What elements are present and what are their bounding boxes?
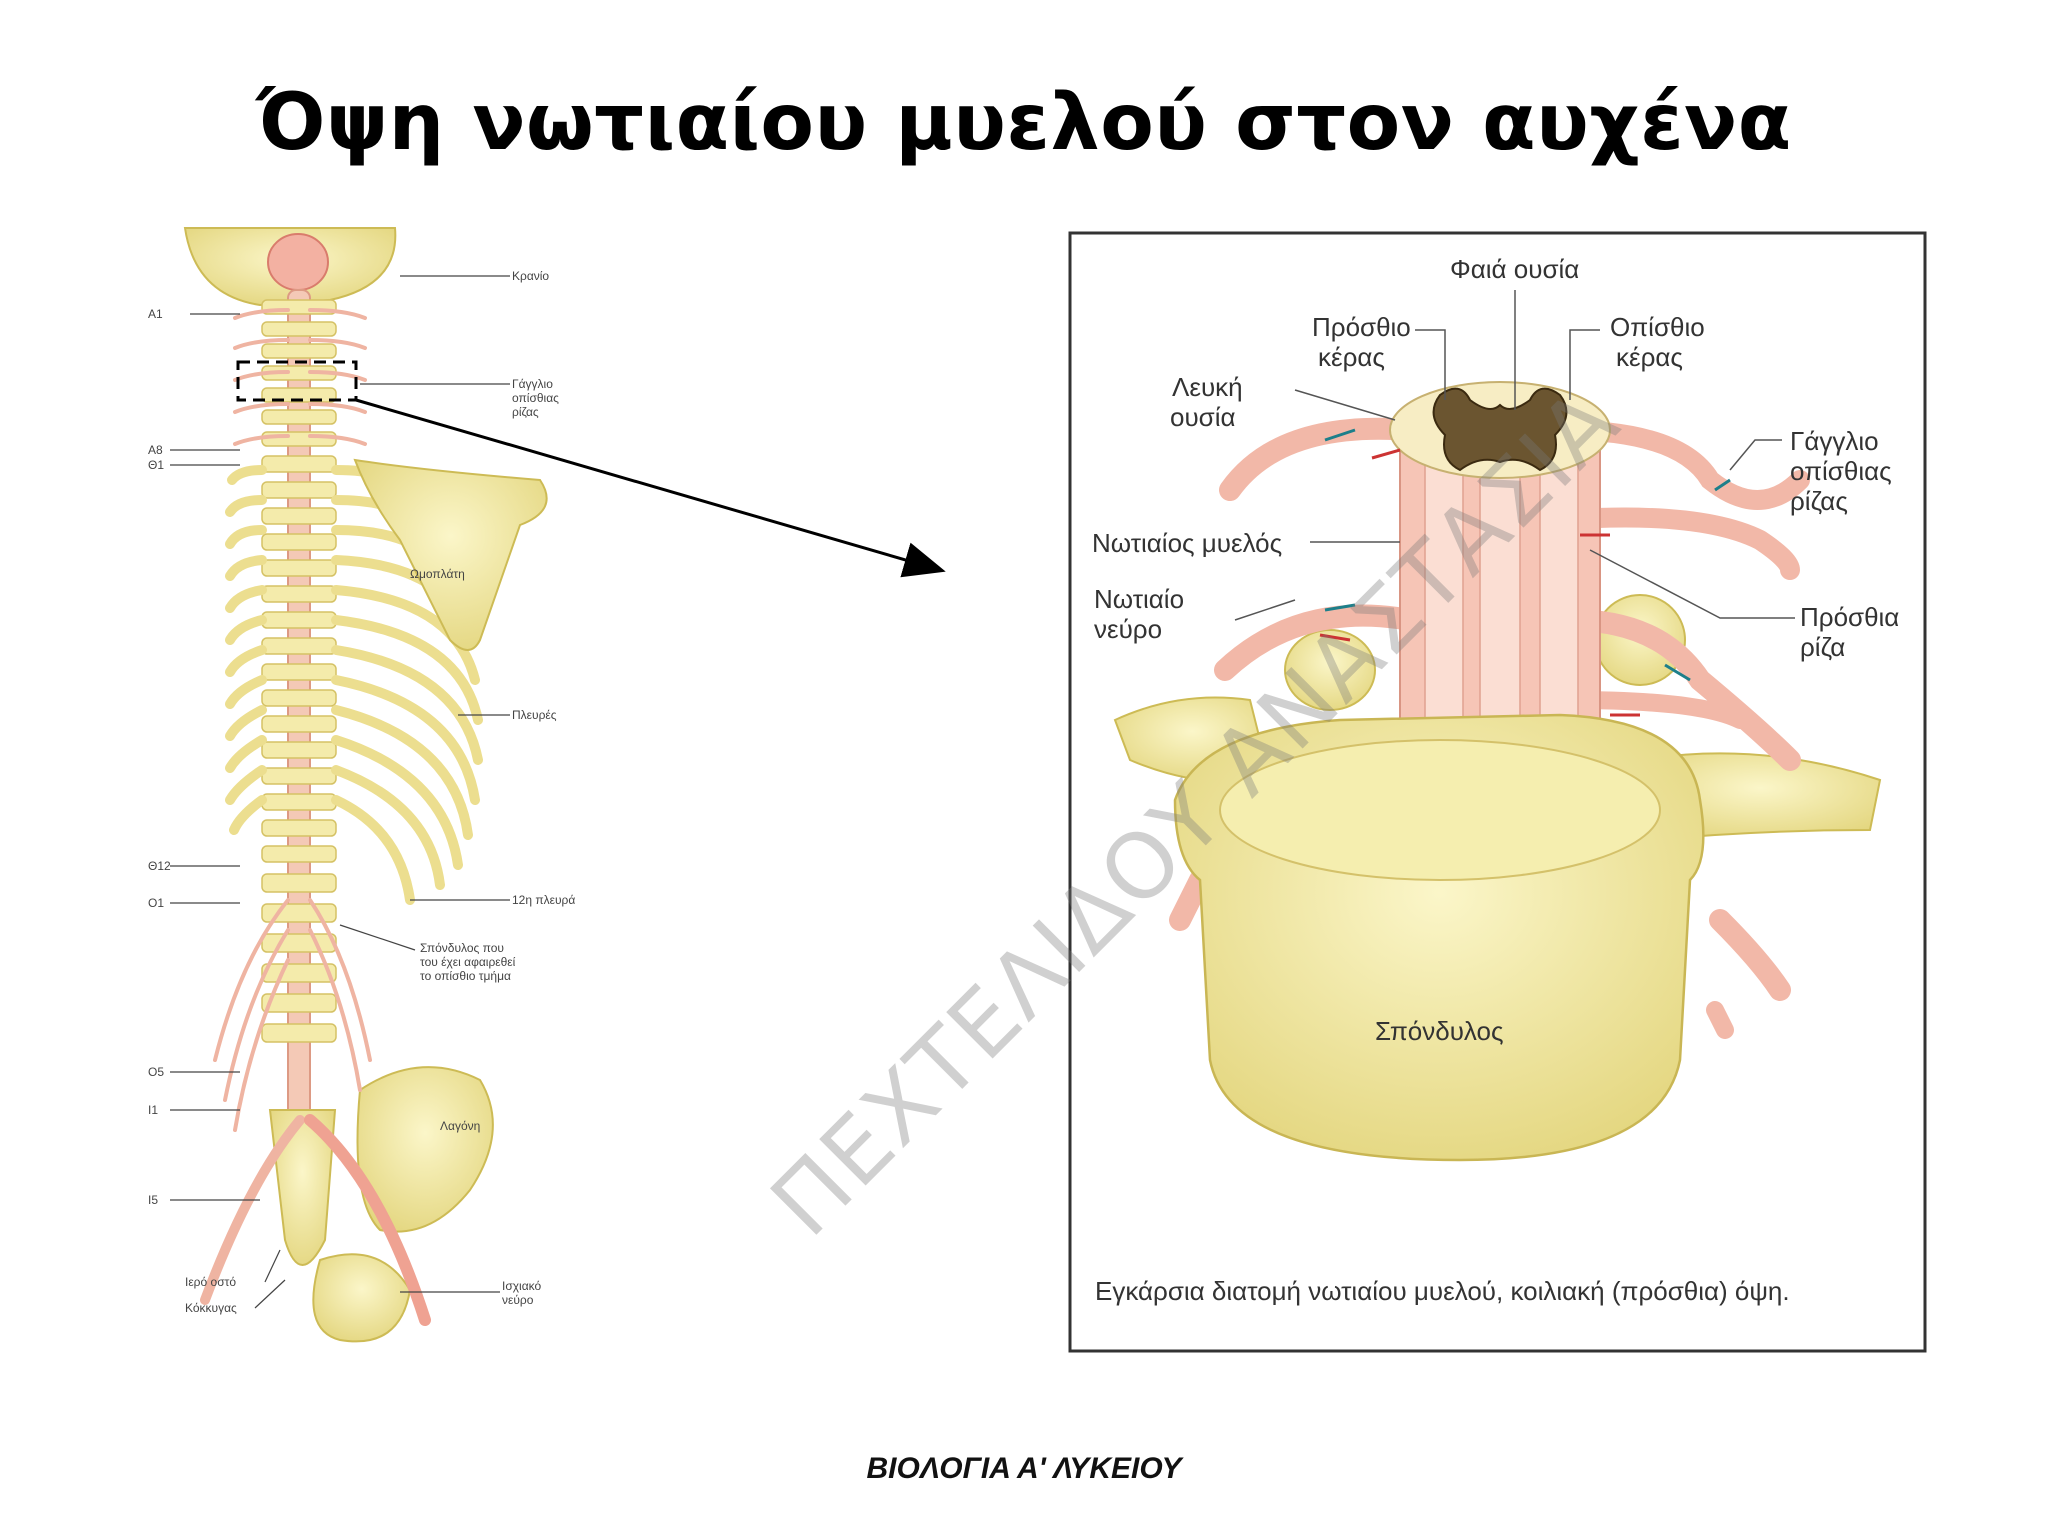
label-th12: Θ12 [148,859,171,873]
label-anterior-root-1: Πρόσθια [1800,602,1899,632]
label-gray-matter: Φαιά ουσία [1450,254,1579,284]
label-dorsal-ganglion-1: Γάγγλιο [1790,426,1879,456]
label-o5: Ο5 [148,1065,164,1079]
vertebrae-blocks [261,299,337,1043]
label-i1: Ι1 [148,1103,158,1117]
ribs-left [225,465,267,835]
label-vertebra-3: το οπίσθιο τμήμα [420,969,511,983]
label-dorsal-ganglion-3: ρίζας [1790,486,1848,516]
vertebral-top-surface [1219,739,1661,881]
slide-footer: ΒΙΟΛΟΓΙΑ Α' ΛΥΚΕΙΟΥ [866,1452,1182,1485]
right-labels: Φαιά ουσία Πρόσθιο κέρας Οπίσθιο κέρας Λ… [1092,254,1899,1306]
label-anterior-horn-2: κέρας [1318,342,1385,372]
sacrum-shape [268,1109,337,1266]
label-th1: Θ1 [148,458,164,472]
label-coccyx: Κόκκυγας [185,1301,237,1315]
label-sciatic-2: νεύρο [502,1293,534,1307]
left-leader-lines [170,275,510,1309]
label-dorsal-ganglion-2: οπίσθιας [1790,456,1892,486]
zoom-arrow [355,398,946,578]
signal-arrows [1319,428,1731,717]
label-vertebra: Σπόνδυλος [1375,1016,1504,1046]
label-sciatic-1: Ισχιακό [502,1279,541,1293]
label-a8: Α8 [148,443,163,457]
label-ganglion-1: Γάγγλιο [512,377,553,391]
zoom-region-box [236,360,358,402]
label-ganglion-2: οπίσθιας [512,391,559,405]
detail-caption: Εγκάρσια διατομή νωτιαίου μυελού, κοιλια… [1095,1276,1790,1306]
label-anterior-root-2: ρίζα [1800,632,1845,662]
gray-matter-shape [1432,387,1568,472]
scapula-shape [353,458,548,651]
label-spinal-nerve-1: Νωτιαίο [1094,584,1184,614]
cross-section-illustration [1113,381,1882,1162]
label-o1: Ο1 [148,896,164,910]
pelvis-shape [356,1066,494,1233]
label-skull: Κρανίο [512,269,549,283]
label-ganglion-3: ρίζας [512,405,539,419]
label-a1: Α1 [148,307,163,321]
label-sacrum: Ιερό οστό [185,1275,236,1289]
right-leader-lines [1234,290,1795,621]
left-labels: Κρανίο Γάγγλιο οπίσθιας ρίζας Ωμοπλάτη Π… [148,269,575,1315]
label-vertebra-2: του έχει αφαιρεθεί [420,955,516,969]
label-anterior-horn-1: Πρόσθιο [1312,312,1411,342]
label-ilium: Λαγόνη [440,1119,480,1133]
facet-left [1284,629,1376,711]
hip-shape [312,1253,412,1343]
label-ribs: Πλευρές [512,708,557,722]
brainstem-shape [267,233,329,291]
label-scapula: Ωμοπλάτη [410,567,465,581]
label-posterior-horn-2: κέρας [1616,342,1683,372]
label-spinal-cord: Νωτιαίος μυελός [1092,528,1282,558]
label-posterior-horn-1: Οπίσθιο [1610,312,1705,342]
slide-title: Όψη νωτιαίου μυελού στον αυχένα [256,78,1792,168]
label-rib12: 12η πλευρά [512,893,575,907]
label-white-matter-2: ουσία [1170,402,1236,432]
label-vertebra-1: Σπόνδυλος που [420,941,504,955]
label-spinal-nerve-2: νεύρο [1094,614,1162,644]
spinal-nerves [200,308,431,1326]
label-white-matter-1: Λευκή [1172,372,1243,402]
label-i5: Ι5 [148,1193,158,1207]
spine-illustration [183,227,548,1343]
